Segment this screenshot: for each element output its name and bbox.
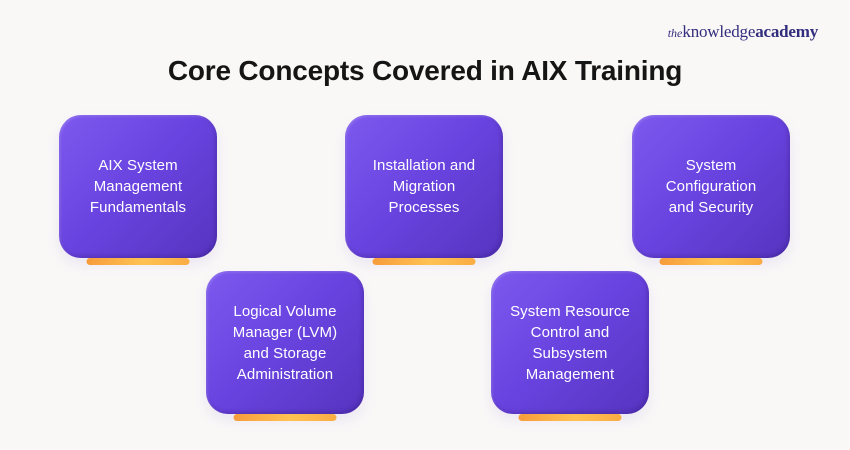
concept-card: Logical Volume Manager (LVM) and Storage… bbox=[206, 271, 364, 421]
card-accent-bar bbox=[372, 258, 476, 265]
card-accent-bar bbox=[86, 258, 190, 265]
brand-logo-the: the bbox=[667, 26, 683, 40]
concept-card-label: AIX System Management Fundamentals bbox=[89, 157, 187, 216]
concept-card-label: System Resource Control and Subsystem Ma… bbox=[510, 302, 630, 383]
card-accent-bar bbox=[659, 258, 763, 265]
page-title: Core Concepts Covered in AIX Training bbox=[167, 55, 683, 86]
concept-card: Installation and Migration Processes bbox=[345, 115, 503, 265]
card-accent-bar bbox=[518, 414, 622, 421]
brand-logo-academy: academy bbox=[755, 22, 818, 41]
concept-card-label: System Configuration and Security bbox=[665, 157, 757, 216]
concept-card: System Configuration and Security bbox=[632, 115, 790, 265]
concept-card-label: Installation and Migration Processes bbox=[372, 157, 476, 216]
concept-card-label: Logical Volume Manager (LVM) and Storage… bbox=[232, 302, 338, 383]
concept-card: System Resource Control and Subsystem Ma… bbox=[491, 271, 649, 421]
card-accent-bar bbox=[233, 414, 337, 421]
brand-logo: theknowledgeacademy bbox=[668, 22, 818, 43]
brand-logo-knowledge: knowledge bbox=[682, 22, 756, 41]
concept-card: AIX System Management Fundamentals bbox=[59, 115, 217, 265]
